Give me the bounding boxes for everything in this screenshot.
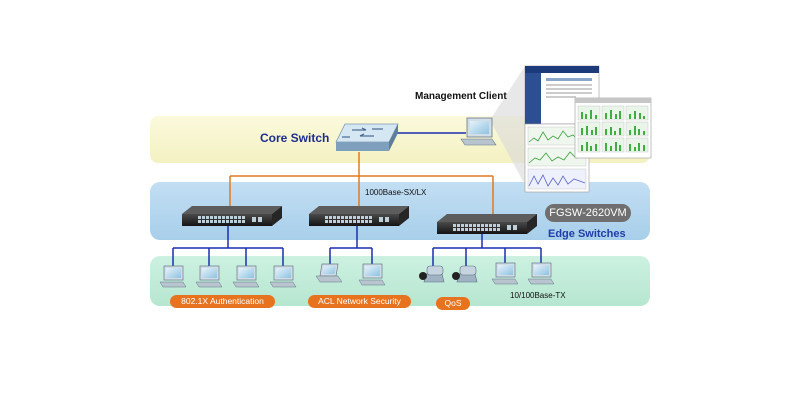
edge-switch-3-icon — [437, 214, 537, 234]
core-switch-icon — [335, 123, 399, 151]
feature-pill-acl: ACL Network Security — [308, 295, 411, 308]
feature-pill-8021x: 802.1X Authentication — [170, 295, 275, 308]
copper-link-label: 10/100Base-TX — [510, 291, 566, 300]
edge-switch-2-icon — [309, 206, 409, 226]
management-client-label: Management Client — [415, 91, 507, 102]
edge-switch-1-icon — [182, 206, 282, 226]
lan-links — [172, 226, 542, 266]
ip-phone-icon — [419, 265, 445, 283]
core-switch-label: Core Switch — [260, 131, 330, 145]
management-gui-screenshot — [490, 65, 652, 193]
desktop-pc-icon — [232, 265, 260, 288]
desktop-pc-icon — [358, 263, 386, 286]
desktop-pc-icon — [195, 265, 223, 288]
laptop-icon — [315, 263, 343, 283]
desktop-pc-icon — [491, 262, 519, 285]
desktop-pc-icon — [159, 265, 187, 288]
ip-phone-icon — [452, 265, 478, 283]
desktop-pc-icon — [527, 262, 555, 285]
feature-pill-qos: QoS — [436, 297, 470, 310]
edge-switches-label: Edge Switches — [548, 228, 626, 240]
model-badge: FGSW-2620VM — [545, 204, 631, 222]
desktop-pc-icon — [269, 265, 297, 288]
fiber-link-label: 1000Base-SX/LX — [365, 188, 427, 197]
fiber-uplinks — [229, 152, 494, 214]
management-client-pc-icon — [460, 117, 497, 146]
